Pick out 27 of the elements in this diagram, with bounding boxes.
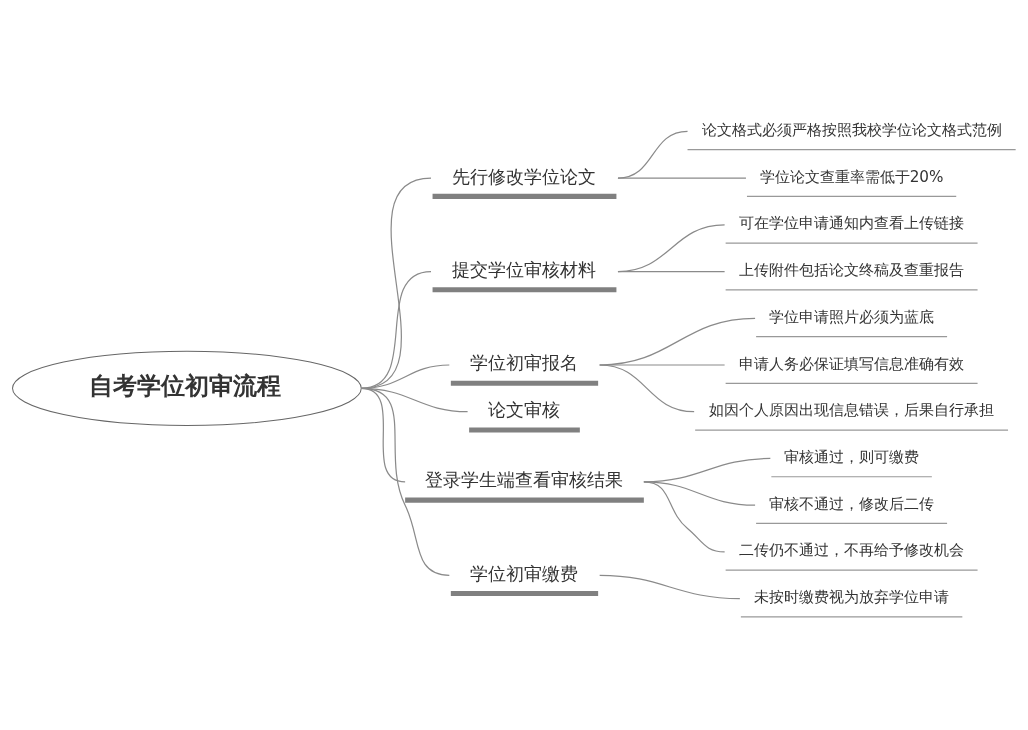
connector [617, 270, 726, 273]
node-text: 学位初审报名 [470, 352, 579, 374]
node-ellipse: 自考学位初审流程 [12, 350, 362, 426]
node-text: 学位论文查重率需低于20% [759, 167, 944, 186]
node-text: 学位初审缴费 [470, 562, 579, 584]
node-text: 登录学生端查看审核结果 [425, 469, 624, 491]
node-text: 论文格式必须严格按照我校学位论文格式范例 [701, 120, 1002, 139]
connector [617, 177, 747, 179]
node-text: 如因个人原因出现信息错误，后果自行承担 [709, 401, 995, 420]
node-text: 论文审核 [488, 399, 561, 421]
node-text: 二传仍不通过，不再给予修改机会 [739, 541, 965, 560]
node-text: 审核通过，则可缴费 [784, 448, 920, 467]
node-text: 可在学位申请通知内查看上传链接 [739, 214, 965, 233]
node-text: 未按时缴费视为放弃学位申请 [754, 588, 950, 607]
connector [599, 364, 695, 413]
connector [617, 224, 726, 273]
connector [643, 481, 726, 553]
connector [599, 317, 756, 366]
node-text: 学位申请照片必须为蓝底 [769, 307, 935, 326]
connector [599, 574, 741, 600]
node-text: 上传附件包括论文终稿及查重报告 [739, 261, 965, 280]
node-text: 先行修改学位论文 [452, 165, 597, 187]
node-text: 审核不通过，修改后二传 [769, 494, 935, 513]
node-text: 提交学位审核材料 [452, 259, 597, 281]
connector [360, 387, 450, 576]
connector [599, 364, 726, 366]
node-text: 申请人务必保证填写信息准确有效 [739, 354, 965, 373]
